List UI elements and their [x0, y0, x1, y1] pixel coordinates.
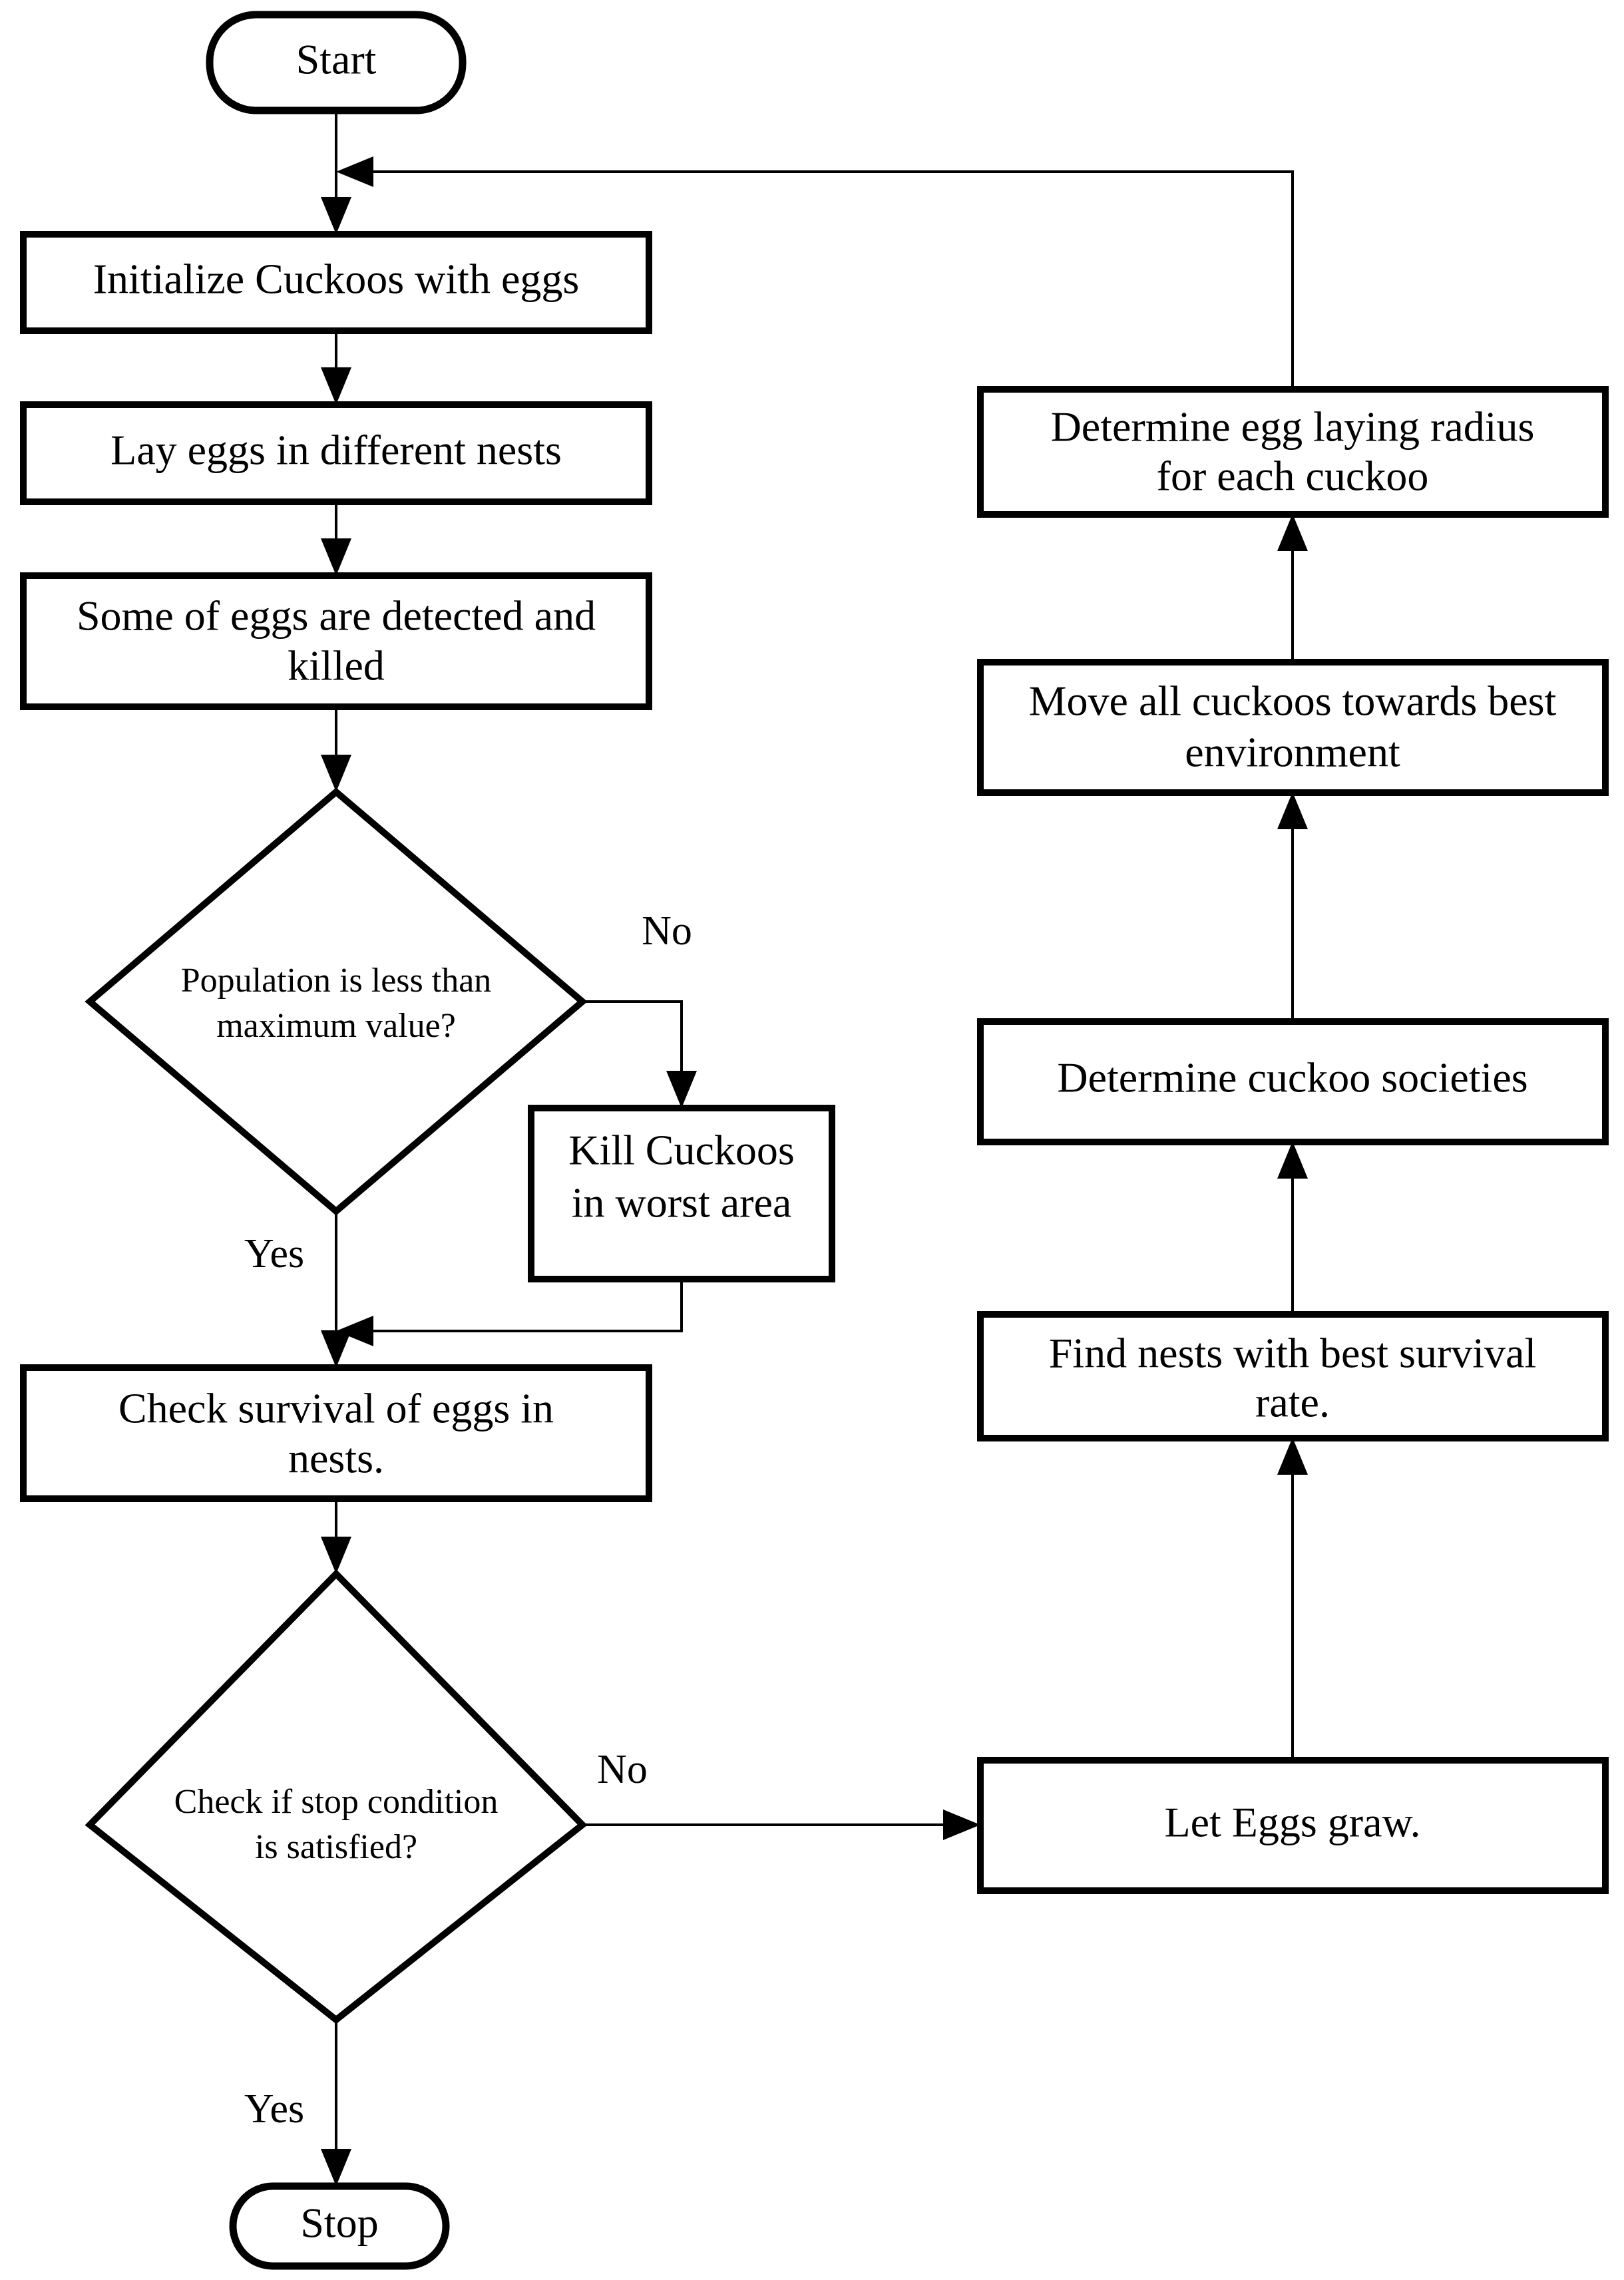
edge-label-stop-yes: Yes — [244, 2086, 304, 2132]
node-let-eggs-grow-label: Let Eggs graw. — [1164, 1799, 1420, 1846]
node-determine-societies-label: Determine cuckoo societies — [1057, 1054, 1527, 1101]
node-kill-cuckoos[interactable]: Kill Cuckoos in worst area — [528, 1105, 835, 1282]
edge-move-cuckoos-to-egg-laying-radius — [1277, 514, 1308, 661]
edge-find-nests-to-determine-societies — [1277, 1141, 1308, 1313]
edge-label-stop-no: No — [597, 1747, 648, 1792]
node-check-survival-line1: Check survival of eggs in — [118, 1385, 554, 1432]
edge-determine-societies-to-move-cuckoos — [1277, 792, 1308, 1020]
node-eggs-detected-line1: Some of eggs are detected and — [77, 592, 596, 640]
edge-population-yes-to-check-survival — [321, 1211, 351, 1368]
node-find-nests-line1: Find nests with best survival — [1049, 1330, 1536, 1377]
edge-label-population-yes: Yes — [244, 1231, 304, 1276]
node-stop-condition-line1: Check if stop condition — [174, 1783, 499, 1821]
node-stop-condition[interactable]: Check if stop condition is satisfied? — [85, 1569, 588, 2024]
node-eggs-detected[interactable]: Some of eggs are detected and killed — [20, 572, 652, 710]
edge-feedback-loop-to-initialize — [336, 156, 1294, 389]
edge-let-eggs-grow-to-find-nests — [1277, 1437, 1308, 1759]
node-kill-cuckoos-line2: in worst area — [572, 1179, 792, 1227]
edge-initialize-to-lay-eggs — [321, 331, 351, 405]
node-initialize-label: Initialize Cuckoos with eggs — [93, 256, 580, 303]
node-egg-laying-radius-line2: for each cuckoo — [1157, 453, 1429, 500]
node-stop-label: Stop — [300, 2199, 378, 2247]
node-egg-laying-radius[interactable]: Determine egg laying radius for each cuc… — [977, 386, 1609, 518]
edge-eggs-detected-to-population-check — [321, 707, 351, 792]
node-stop[interactable]: Stop — [229, 2182, 450, 2270]
node-let-eggs-grow[interactable]: Let Eggs graw. — [977, 1757, 1609, 1894]
node-determine-societies[interactable]: Determine cuckoo societies — [977, 1018, 1609, 1145]
node-population-check-line1: Population is less than — [181, 962, 492, 1000]
node-move-cuckoos[interactable]: Move all cuckoos towards best environmen… — [977, 659, 1609, 796]
node-egg-laying-radius-line1: Determine egg laying radius — [1051, 403, 1535, 451]
node-stop-condition-line2: is satisfied? — [255, 1828, 417, 1866]
node-kill-cuckoos-line1: Kill Cuckoos — [568, 1127, 795, 1174]
node-initialize-cuckoos[interactable]: Initialize Cuckoos with eggs — [20, 231, 652, 334]
node-find-nests-line2: rate. — [1255, 1379, 1330, 1426]
edge-start-to-initialize — [321, 110, 351, 234]
edge-label-population-no: No — [642, 908, 692, 954]
node-population-check[interactable]: Population is less than maximum value? — [85, 787, 588, 1216]
node-start-label: Start — [296, 36, 377, 83]
node-start[interactable]: Start — [206, 11, 467, 114]
node-move-cuckoos-line1: Move all cuckoos towards best — [1029, 677, 1557, 725]
edge-kill-cuckoos-to-merge — [336, 1279, 683, 1346]
node-lay-eggs-label: Lay eggs in different nests — [110, 427, 562, 474]
node-find-nests[interactable]: Find nests with best survival rate. — [977, 1311, 1609, 1441]
node-check-survival[interactable]: Check survival of eggs in nests. — [20, 1364, 652, 1502]
edge-check-survival-to-stop-condition — [321, 1499, 351, 1574]
node-check-survival-line2: nests. — [288, 1435, 384, 1482]
edge-stop-yes-to-stop — [321, 2020, 351, 2186]
edge-population-no-to-kill-cuckoos — [582, 1000, 697, 1108]
edge-stop-no-to-let-eggs-grow — [582, 1809, 980, 1840]
node-move-cuckoos-line2: environment — [1185, 729, 1400, 776]
edge-lay-eggs-to-eggs-detected — [321, 502, 351, 576]
node-population-check-line2: maximum value? — [216, 1007, 456, 1045]
node-eggs-detected-line2: killed — [288, 642, 385, 689]
node-lay-eggs[interactable]: Lay eggs in different nests — [20, 401, 652, 505]
